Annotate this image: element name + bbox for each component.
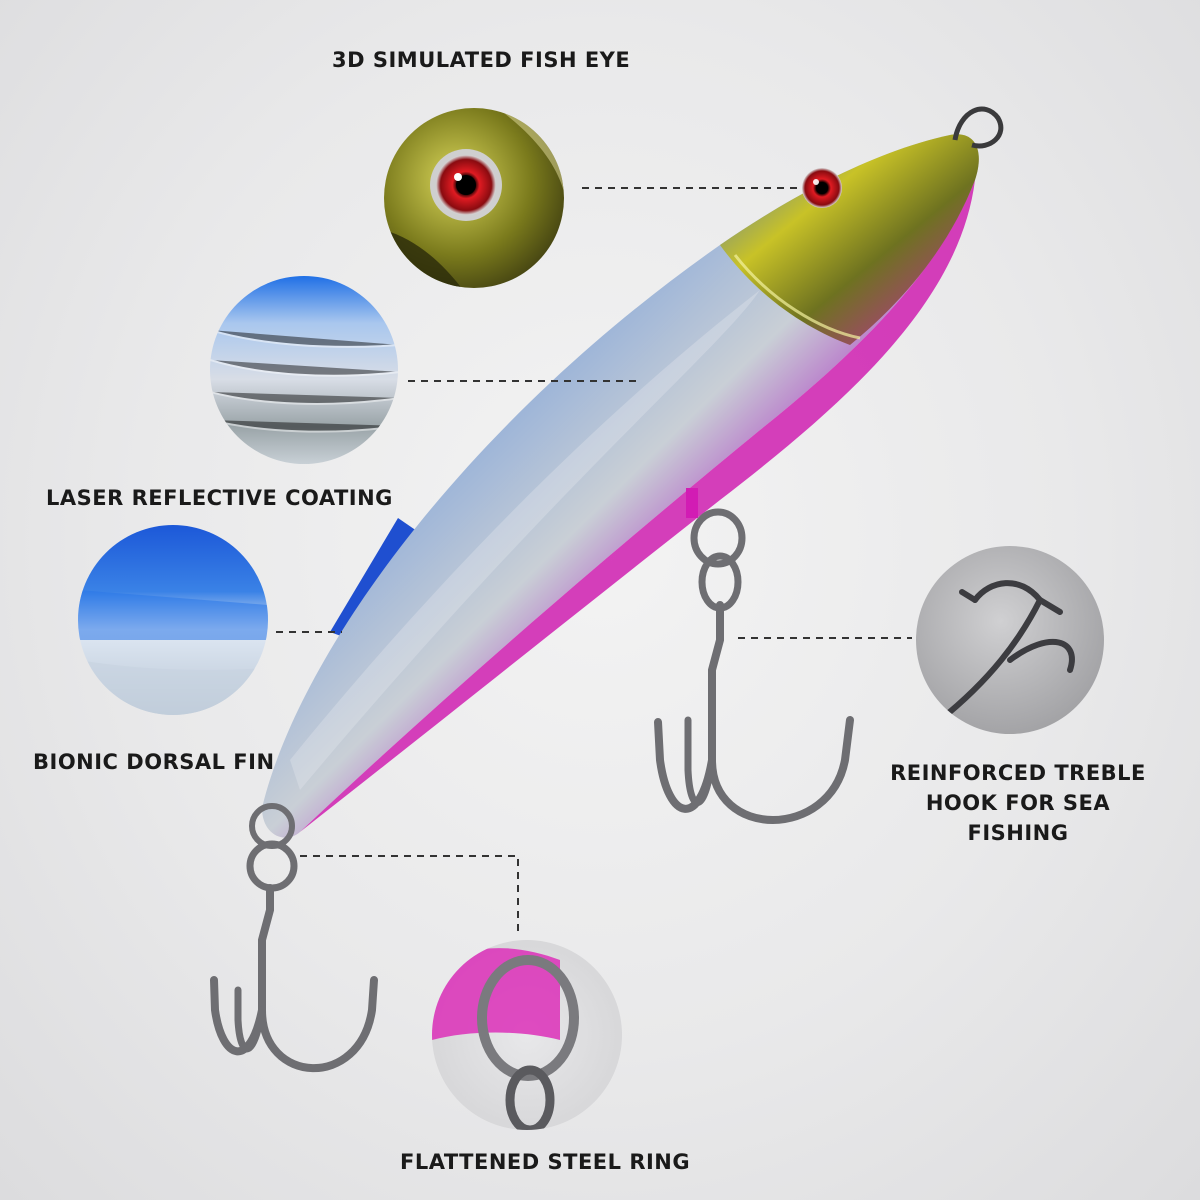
ring-detail-circle <box>432 940 622 1130</box>
ring-callout-label: FLATTENED STEEL RING <box>400 1150 691 1174</box>
fin-detail-circle <box>78 525 268 715</box>
hook-callout-line1: REINFORCED TREBLE <box>890 761 1146 785</box>
hook-detail-circle <box>916 546 1104 734</box>
coating-detail-circle <box>210 276 398 464</box>
fin-callout-label: BIONIC DORSAL FIN <box>33 750 275 774</box>
eye-callout-label: 3D SIMULATED FISH EYE <box>332 48 631 72</box>
eye-detail-circle <box>384 108 564 288</box>
coating-callout-label: LASER REFLECTIVE COATING <box>46 486 393 510</box>
lure-body <box>262 106 1004 838</box>
hook-callout-label: REINFORCED TREBLE HOOK FOR SEA FISHING <box>880 758 1156 848</box>
belly-treble-hook <box>654 508 854 824</box>
leader-lines <box>276 187 912 936</box>
line-tie <box>952 106 1004 149</box>
tail-treble-hook <box>210 803 378 1073</box>
hook-callout-line2: HOOK FOR SEA FISHING <box>925 791 1111 845</box>
lure-head <box>720 134 979 345</box>
